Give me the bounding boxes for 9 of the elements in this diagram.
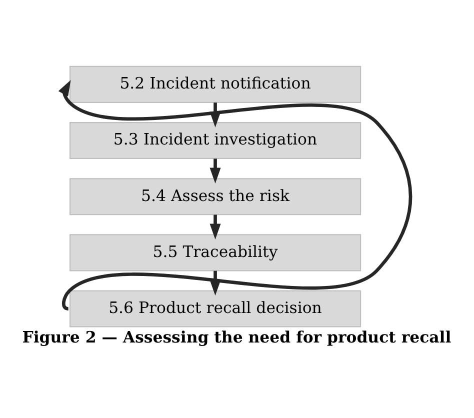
caption: Figure 2 — Assessing the need for product recall [22, 327, 452, 346]
node-box: 5.2 Incident notification [69, 65, 362, 102]
arrow [210, 158, 221, 183]
node-box: 5.6 Product recall decision [69, 290, 362, 327]
node-box: 5.3 Incident investigation [69, 122, 362, 159]
node-box: 5.5 Traceability [69, 234, 362, 271]
node-box: 5.4 Assess the risk [69, 178, 362, 215]
arrow [210, 214, 221, 240]
arrow [210, 270, 221, 296]
